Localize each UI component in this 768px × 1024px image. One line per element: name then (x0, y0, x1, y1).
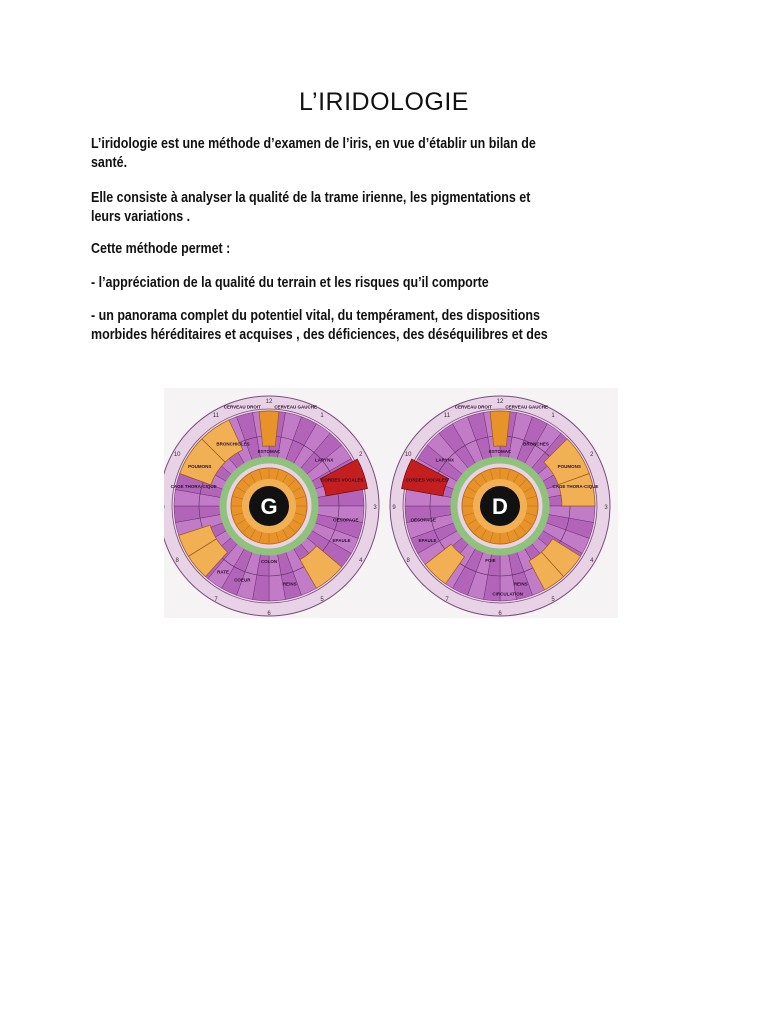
region-label: RATE (217, 570, 229, 575)
region-label: FOIE (485, 558, 496, 563)
clock-number: 4 (359, 558, 363, 564)
region-label: CAGE THORA-CIQUE (171, 484, 217, 489)
clock-number: 12 (266, 399, 273, 405)
region-label: ESTOMAC (258, 449, 281, 454)
clock-number: 5 (320, 597, 324, 603)
region-label: COLON (261, 559, 277, 564)
organ-zone (178, 524, 217, 557)
region-label: BRONCHIOLES (216, 442, 249, 447)
pupil-letter: G (260, 494, 277, 519)
iridology-diagram: G121234567891011POUMONSCAGE THORA-CIQUEB… (158, 395, 611, 617)
region-label: LARYNX (436, 458, 454, 463)
paragraph-intro: L’iridologie est une méthode d’examen de… (91, 136, 536, 171)
region-label: EPAULE (333, 538, 351, 543)
region-label: CIRCULATION (492, 592, 523, 597)
region-label: CORDES VOCALES (321, 477, 363, 482)
clock-number: 5 (551, 597, 555, 603)
clock-number: 4 (590, 558, 594, 564)
organ-zone (528, 551, 565, 591)
region-label: ESTOMAC (489, 449, 512, 454)
paragraph-analysis: Elle consiste à analyser la qualité de l… (91, 190, 531, 225)
clock-number: 3 (373, 505, 377, 511)
region-label: CERVEAU GAUCHE (274, 405, 317, 410)
clock-number: 7 (445, 597, 449, 603)
left-iris-g: G121234567891011POUMONSCAGE THORA-CIQUEB… (158, 395, 380, 617)
clock-number: 12 (497, 399, 504, 405)
clock-number: 2 (590, 452, 594, 458)
clock-number: 8 (407, 558, 411, 564)
organ-zone (557, 473, 596, 507)
organ-zone (424, 543, 465, 585)
pupil-letter: D (492, 494, 508, 519)
region-label: CERVEAU DROIT (455, 405, 492, 410)
organ-zone-red (401, 458, 450, 497)
outer-ring-border (402, 408, 598, 604)
clock-number: 7 (214, 597, 218, 603)
clock-number: 11 (444, 413, 451, 419)
region-label: OESOPAGE (410, 518, 435, 523)
bullet-panorama: - un panorama complet du potentiel vital… (91, 308, 548, 343)
paragraph-method: Cette méthode permet : (91, 241, 231, 257)
region-label: COEUR (234, 577, 251, 582)
region-label: LARYNX (315, 458, 333, 463)
region-label: CERVEAU GAUCHE (505, 405, 548, 410)
clock-number: 8 (176, 558, 180, 564)
clock-number: 10 (405, 452, 412, 458)
clock-number: 10 (174, 452, 181, 458)
clock-number: 1 (320, 413, 324, 419)
clock-number: 9 (392, 505, 396, 511)
region-label: POUMONS (188, 464, 211, 469)
top-zone (489, 410, 511, 447)
region-label: POUMONS (558, 464, 581, 469)
pupil (480, 486, 520, 526)
pupil (249, 486, 289, 526)
outer-ring-border (171, 408, 367, 604)
region-label: BRONCHES (523, 442, 549, 447)
organ-zone (299, 545, 343, 589)
page-title: L’IRIDOLOGIE (299, 88, 469, 116)
region-label: CAGE THORA-CIQUE (552, 484, 598, 489)
clock-number: 2 (359, 452, 363, 458)
region-label: CORDES VOCALES (406, 477, 448, 482)
collarette (450, 456, 550, 556)
clock-number: 3 (604, 505, 608, 511)
region-label: REINS (283, 581, 297, 586)
region-label: CERVEAU DROIT (224, 405, 261, 410)
bullet-terrain: - l’appréciation de la qualité du terrai… (91, 275, 489, 291)
clock-number: 1 (551, 413, 555, 419)
organ-zone (201, 419, 244, 463)
region-label: EPAULE (419, 538, 437, 543)
clock-number: 6 (498, 611, 502, 617)
clock-number: 11 (213, 413, 220, 419)
iridology-chart: G121234567891011POUMONSCAGE THORA-CIQUEB… (158, 388, 618, 618)
region-label: OESOPAGE (333, 518, 358, 523)
region-label: REINS (514, 581, 528, 586)
clock-number: 9 (164, 505, 165, 511)
collarette (219, 456, 319, 556)
top-zone (258, 410, 280, 447)
clock-number: 6 (267, 611, 271, 617)
organ-zone-red (319, 458, 368, 497)
